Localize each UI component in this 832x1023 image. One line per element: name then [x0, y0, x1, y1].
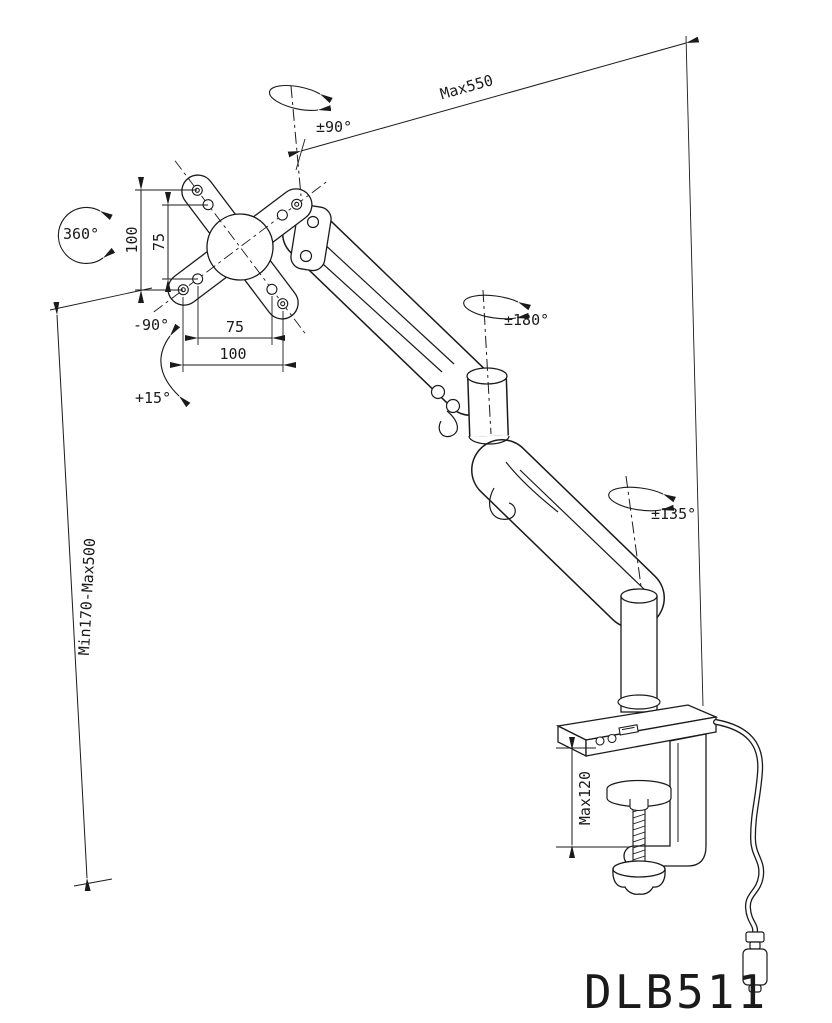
label-mid-swivel: ±180° [504, 311, 549, 329]
power-cable [713, 719, 765, 935]
vesa-center-boss [206, 213, 274, 281]
vesa-head [153, 160, 332, 334]
cable-hook-icon [438, 410, 458, 438]
vesa-plate [153, 160, 327, 334]
pad-hub [629, 799, 649, 812]
label-vesa-75-horizontal: 75 [226, 318, 244, 336]
elbow-bottom-cap [468, 435, 510, 445]
clamp-knob [612, 860, 666, 895]
lower-cable-hook-icon [489, 487, 516, 520]
rotation-axes [290, 85, 642, 587]
dimension-lines [53, 36, 700, 892]
base-swivel-arrow-icon [608, 486, 677, 512]
label-base-swivel: ±135° [651, 505, 696, 523]
label-tilt-up: +15° [135, 389, 171, 407]
axis-mid-swivel [482, 289, 492, 435]
mid-swivel-arrow-icon [463, 294, 532, 320]
connector-boot [745, 931, 765, 943]
tilt-arrow-icon [160, 323, 191, 408]
label-tilt-down: -90° [133, 316, 169, 334]
audio-port-icon [607, 733, 617, 744]
gas-spring-upper-arm [282, 208, 496, 416]
arm-assembly [282, 208, 665, 713]
connector-neck [749, 941, 761, 950]
label-vesa-75-vertical: 75 [150, 233, 168, 251]
label-height-range: Min170-Max500 [75, 538, 99, 656]
elbow-joint [467, 375, 509, 437]
support-pole [620, 588, 658, 713]
label-vesa-rotation: 360° [63, 225, 99, 243]
connector-tip [748, 984, 762, 993]
dim-max550 [287, 36, 700, 158]
usb-port-tab [621, 726, 635, 731]
bracket-screw-icon [299, 249, 313, 263]
top-swivel-arrow-icon [268, 85, 333, 112]
dim-height-range [53, 301, 91, 892]
label-arm-reach: Max550 [438, 71, 495, 103]
rotation-arrows [57, 85, 677, 512]
axis-base-swivel [625, 475, 642, 587]
model-number: DLB511 [584, 965, 768, 1019]
elbow-screw-icon [430, 384, 446, 400]
vesa-rotation-arrow-icon [57, 206, 116, 265]
extension-lines [49, 35, 704, 887]
pole-collar [617, 694, 661, 710]
lower-arm [471, 439, 665, 629]
axis-top-swivel [290, 85, 302, 197]
label-clamp-range: Max120 [576, 771, 594, 825]
label-vesa-100-horizontal: 100 [219, 345, 246, 363]
clamp-pad [606, 779, 672, 812]
arm-detail-lines [311, 241, 646, 591]
audio-port-icon [595, 736, 605, 746]
bracket-screw-icon [306, 215, 320, 229]
usb-connector [742, 931, 768, 993]
label-top-swivel: ±90° [316, 118, 352, 136]
usb-ports [595, 724, 639, 746]
elbow-screw-icon [445, 398, 461, 414]
clamp-front-face [585, 716, 717, 757]
label-vesa-100-vertical: 100 [123, 226, 141, 253]
